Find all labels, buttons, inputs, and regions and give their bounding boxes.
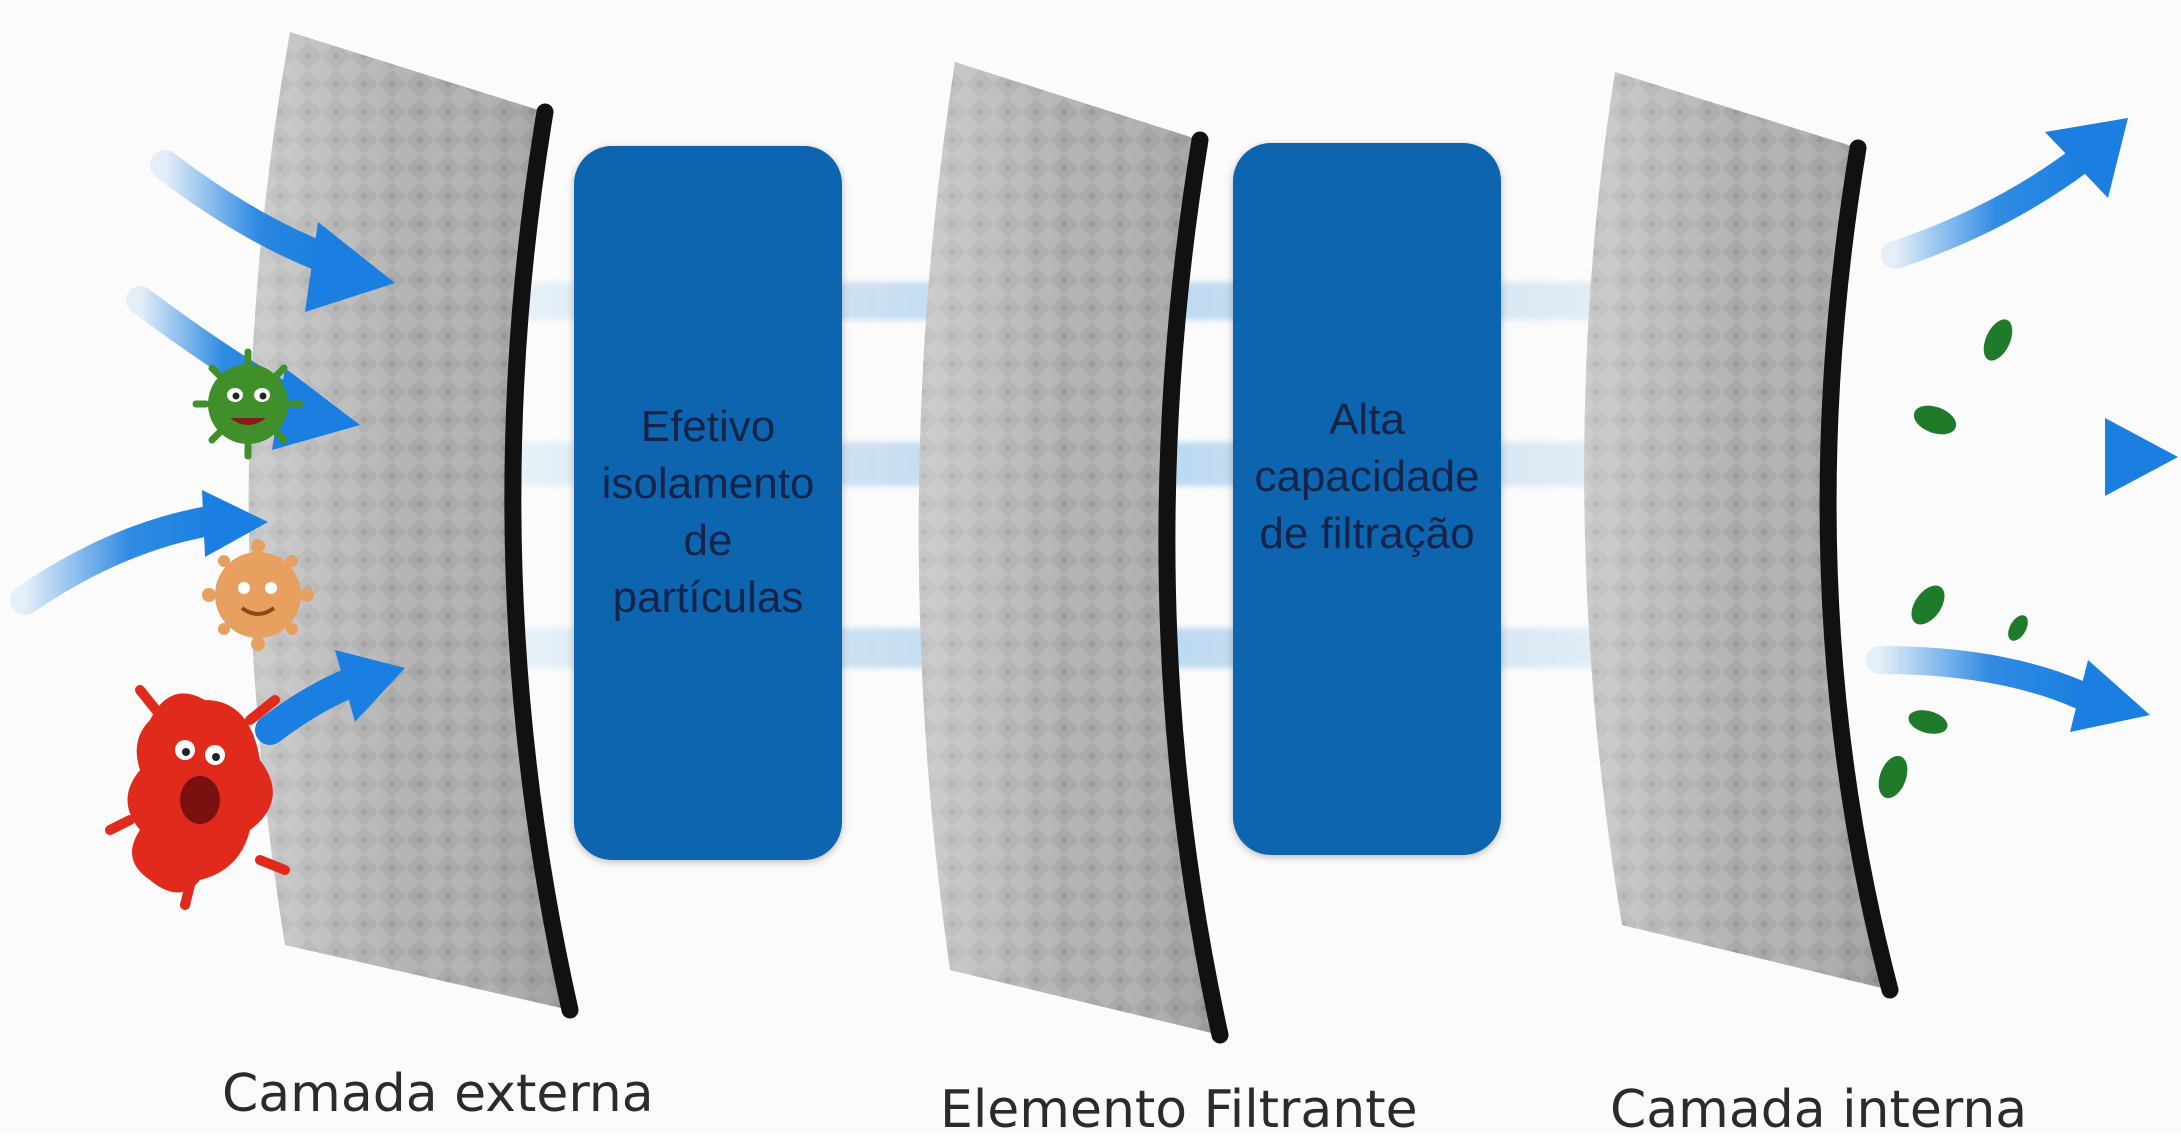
outer-layer-edge [504, 103, 579, 1019]
box-line: partículas [612, 573, 804, 622]
particle-isolation-text: Efetivo isolamento de partículas [574, 398, 842, 626]
incoming-arrow-1 [150, 150, 395, 312]
filtration-capacity-box: Alta capacidade de filtração [1233, 143, 1501, 855]
box-line: de [683, 516, 733, 565]
filter-element-label: Elemento Filtrante [940, 1080, 1418, 1140]
filter-element-shape [918, 62, 1229, 1044]
outgoing-arrow-3 [1866, 646, 2150, 732]
inner-layer-edge [1819, 139, 1899, 999]
outgoing-arrow-1 [1881, 118, 2128, 269]
filter-element-edge [1158, 131, 1229, 1044]
outgoing-arrows [1866, 118, 2178, 732]
germ-icons [105, 348, 314, 910]
red-germ-icon [105, 685, 290, 910]
outgoing-arrow-2 [1890, 418, 2178, 496]
inner-layer-label: Camada interna [1610, 1080, 2028, 1140]
box-line: Efetivo [640, 402, 776, 451]
box-line: de filtração [1259, 509, 1475, 558]
particle-isolation-box: Efetivo isolamento de partículas [574, 146, 842, 860]
green-virus-icon [192, 348, 304, 460]
orange-virus-icon [202, 539, 314, 651]
inner-layer-shape [1584, 72, 1899, 999]
filtration-capacity-text: Alta capacidade de filtração [1233, 391, 1501, 562]
box-line: capacidade [1254, 452, 1480, 501]
incoming-arrow-4 [255, 650, 405, 745]
incoming-arrow-3 [10, 490, 268, 615]
clean-particles [1878, 319, 2028, 799]
box-line: Alta [1329, 395, 1405, 444]
box-line: isolamento [601, 459, 815, 508]
outer-layer-label: Camada externa [222, 1064, 654, 1124]
